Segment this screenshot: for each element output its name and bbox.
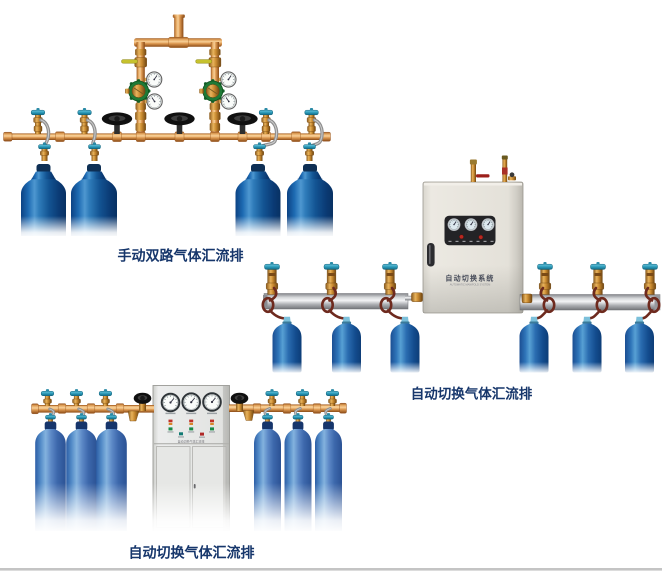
svg-text:手动双路气体汇流排: 手动双路气体汇流排 [118,248,244,264]
svg-text:自动切换系统: 自动切换系统 [445,274,494,283]
svg-text:自动切换气体汇流排: 自动切换气体汇流排 [411,386,533,402]
svg-text:自动切换气体汇流排: 自动切换气体汇流排 [129,545,255,561]
svg-text:AUTOMATIC MANIFOLD SYSTEM: AUTOMATIC MANIFOLD SYSTEM [450,283,491,287]
svg-text:自动切换气体汇流排: 自动切换气体汇流排 [177,438,204,443]
